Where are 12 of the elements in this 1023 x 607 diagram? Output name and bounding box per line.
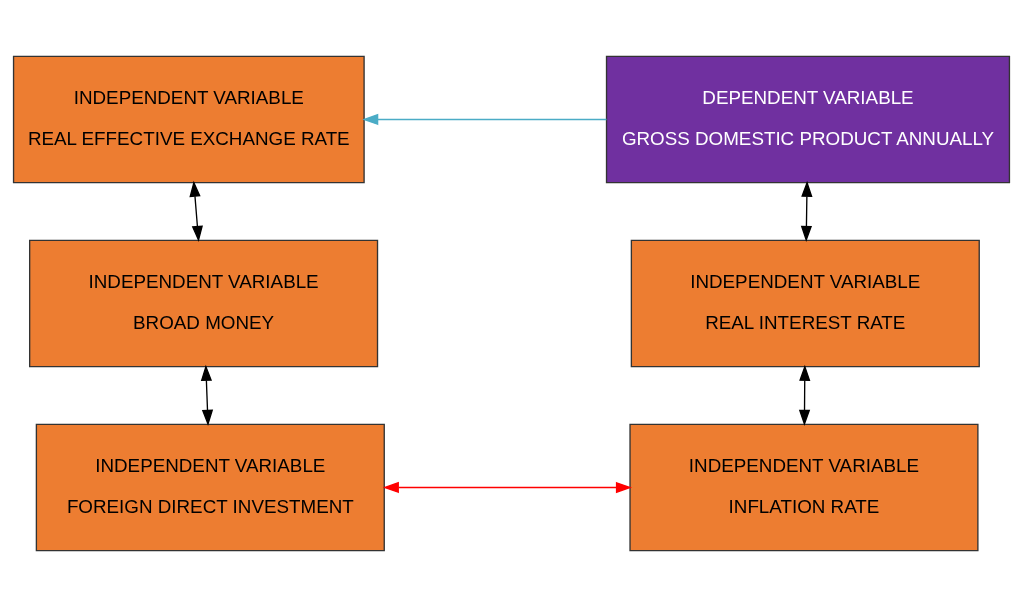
arrow [200, 364, 214, 426]
node-box: INDEPENDENT VARIABLE REAL INTEREST RATE [630, 239, 980, 368]
arrow [800, 180, 813, 242]
node-box: INDEPENDENT VARIABLE BROAD MONEY [29, 239, 379, 368]
node-box: INDEPENDENT VARIABLE INFLATION RATE [629, 423, 979, 552]
arrow [362, 113, 608, 126]
node-box: INDEPENDENT VARIABLE REAL EFFECTIVE EXCHANGE RATE [12, 55, 365, 184]
arrow [189, 180, 203, 242]
node-box: INDEPENDENT VARIABLE FOREIGN DIRECT INVESTMENT [35, 423, 385, 552]
arrow [382, 481, 633, 494]
arrow [798, 364, 811, 426]
node-box: DEPENDENT VARIABLE GROSS DOMESTIC PRODUCT ANNUALLY [605, 55, 1011, 184]
